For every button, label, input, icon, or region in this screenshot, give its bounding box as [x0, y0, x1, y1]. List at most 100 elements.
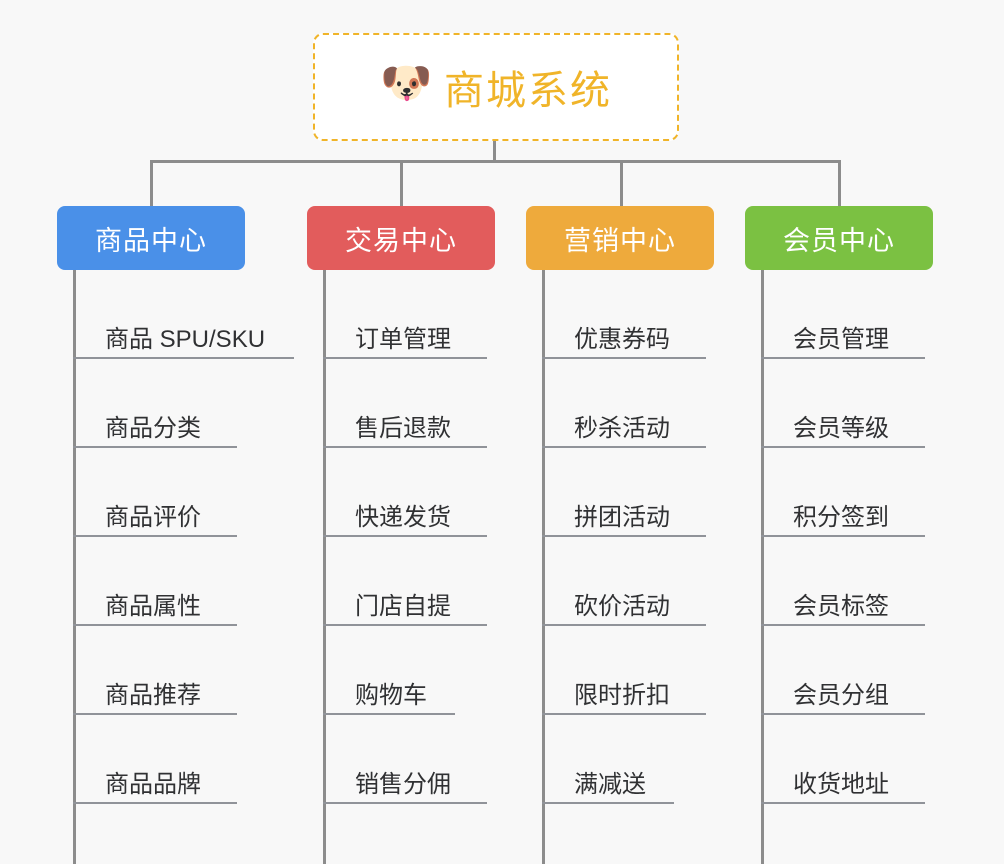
leaf-underline: [323, 357, 487, 359]
category-header-2[interactable]: 交易中心: [307, 206, 495, 270]
leaf-label: 购物车: [355, 681, 427, 709]
diagram-canvas: 🐶 商城系统 商品中心 商品 SPU/SKU 商品分类 商品评价: [57, 33, 933, 864]
leaf-label: 售后退款: [355, 414, 451, 442]
leaf-item[interactable]: 商品属性: [57, 537, 245, 626]
leaf-underline: [73, 624, 237, 626]
leaf-label: 商品 SPU/SKU: [105, 325, 266, 353]
branch-column-2: 交易中心 订单管理 售后退款 快递发货 门店自提 购物车: [307, 206, 495, 864]
category-label-2: 交易中心: [345, 225, 457, 256]
leaf-underline: [761, 713, 925, 715]
leaf-label: 收货地址: [793, 770, 889, 798]
leaf-underline: [542, 713, 706, 715]
leaf-item[interactable]: 售后退款: [307, 359, 495, 448]
connector-root-stem: [493, 141, 496, 163]
leaf-label: 积分签到: [793, 503, 889, 531]
leaf-label: 商品推荐: [105, 681, 201, 709]
leaf-item[interactable]: 满减送: [526, 715, 714, 804]
leaf-list-2: 订单管理 售后退款 快递发货 门店自提 购物车 销售分佣: [307, 270, 495, 864]
connector-horizontal-bus: [150, 160, 841, 163]
category-label-4: 会员中心: [783, 225, 895, 256]
leaf-item[interactable]: 商品品牌: [57, 715, 245, 804]
leaf-item[interactable]: 销售分佣: [307, 715, 495, 804]
leaf-underline: [542, 357, 706, 359]
leaf-underline: [73, 357, 294, 359]
branch-column-3: 营销中心 优惠券码 秒杀活动 拼团活动 砍价活动 限时折扣: [526, 206, 714, 864]
leaf-label: 秒杀活动: [574, 414, 670, 442]
leaf-underline: [323, 624, 487, 626]
leaf-item[interactable]: 订单管理: [307, 270, 495, 359]
leaf-underline: [542, 535, 706, 537]
leaf-underline: [761, 802, 925, 804]
category-label-1: 商品中心: [95, 225, 207, 256]
category-label-3: 营销中心: [564, 225, 676, 256]
root-node-mall-system[interactable]: 🐶 商城系统: [313, 33, 679, 141]
category-header-3[interactable]: 营销中心: [526, 206, 714, 270]
leaf-item[interactable]: 会员分组: [745, 626, 933, 715]
leaf-item[interactable]: 积分签到: [745, 448, 933, 537]
category-header-4[interactable]: 会员中心: [745, 206, 933, 270]
leaf-list-1: 商品 SPU/SKU 商品分类 商品评价 商品属性 商品推荐 商品品牌: [57, 270, 294, 864]
leaf-label: 商品分类: [105, 414, 201, 442]
leaf-label: 销售分佣: [355, 770, 451, 798]
connector-trunk-2: [323, 270, 326, 864]
leaf-item[interactable]: 秒杀活动: [526, 359, 714, 448]
leaf-underline: [73, 802, 237, 804]
leaf-label: 商品品牌: [105, 770, 201, 798]
leaf-item[interactable]: 会员管理: [745, 270, 933, 359]
connector-trunk-3: [542, 270, 545, 864]
leaf-label: 会员标签: [793, 592, 889, 620]
leaf-item[interactable]: 收货地址: [745, 715, 933, 804]
leaf-label: 商品属性: [105, 592, 201, 620]
branch-column-1: 商品中心 商品 SPU/SKU 商品分类 商品评价 商品属性 商品推荐: [57, 206, 294, 864]
leaf-item[interactable]: 商品 SPU/SKU: [57, 270, 294, 359]
connector-trunk-1: [73, 270, 76, 864]
leaf-item[interactable]: 门店自提: [307, 537, 495, 626]
leaf-label: 商品评价: [105, 503, 201, 531]
connector-drop-1: [150, 160, 153, 206]
leaf-underline: [761, 446, 925, 448]
leaf-item[interactable]: 商品推荐: [57, 626, 245, 715]
leaf-item[interactable]: 快递发货: [307, 448, 495, 537]
leaf-label: 门店自提: [355, 592, 451, 620]
connector-drop-4: [838, 160, 841, 206]
leaf-underline: [73, 713, 237, 715]
leaf-underline: [542, 624, 706, 626]
leaf-list-3: 优惠券码 秒杀活动 拼团活动 砍价活动 限时折扣 满减送: [526, 270, 714, 864]
leaf-underline: [761, 535, 925, 537]
root-title: 商城系统: [444, 69, 612, 113]
leaf-underline: [323, 802, 487, 804]
leaf-label: 限时折扣: [574, 681, 670, 709]
leaf-item[interactable]: 砍价活动: [526, 537, 714, 626]
connector-trunk-4: [761, 270, 764, 864]
leaf-underline: [323, 446, 487, 448]
leaf-item[interactable]: 商品分类: [57, 359, 245, 448]
leaf-label: 满减送: [574, 770, 646, 798]
leaf-item[interactable]: 购物车: [307, 626, 495, 715]
leaf-item[interactable]: 优惠券码: [526, 270, 714, 359]
leaf-item[interactable]: 商品评价: [57, 448, 245, 537]
category-header-1[interactable]: 商品中心: [57, 206, 245, 270]
leaf-underline: [323, 713, 455, 715]
leaf-underline: [323, 535, 487, 537]
leaf-list-4: 会员管理 会员等级 积分签到 会员标签 会员分组 收货地址: [745, 270, 933, 864]
leaf-label: 快递发货: [355, 503, 451, 531]
shiba-dog-emoji: 🐶: [380, 59, 433, 106]
connector-drop-3: [620, 160, 623, 206]
leaf-underline: [761, 624, 925, 626]
leaf-item[interactable]: 会员标签: [745, 537, 933, 626]
leaf-underline: [73, 446, 237, 448]
leaf-label: 砍价活动: [574, 592, 670, 620]
leaf-underline: [73, 535, 237, 537]
leaf-item[interactable]: 会员等级: [745, 359, 933, 448]
branch-column-4: 会员中心 会员管理 会员等级 积分签到 会员标签 会员分组: [745, 206, 933, 864]
connector-drop-2: [400, 160, 403, 206]
leaf-item[interactable]: 拼团活动: [526, 448, 714, 537]
leaf-underline: [542, 446, 706, 448]
leaf-label: 订单管理: [355, 325, 451, 353]
leaf-underline: [761, 357, 925, 359]
leaf-label: 优惠券码: [574, 325, 670, 353]
leaf-label: 会员管理: [793, 325, 889, 353]
leaf-item[interactable]: 限时折扣: [526, 626, 714, 715]
leaf-underline: [542, 802, 674, 804]
leaf-label: 会员分组: [793, 681, 889, 709]
